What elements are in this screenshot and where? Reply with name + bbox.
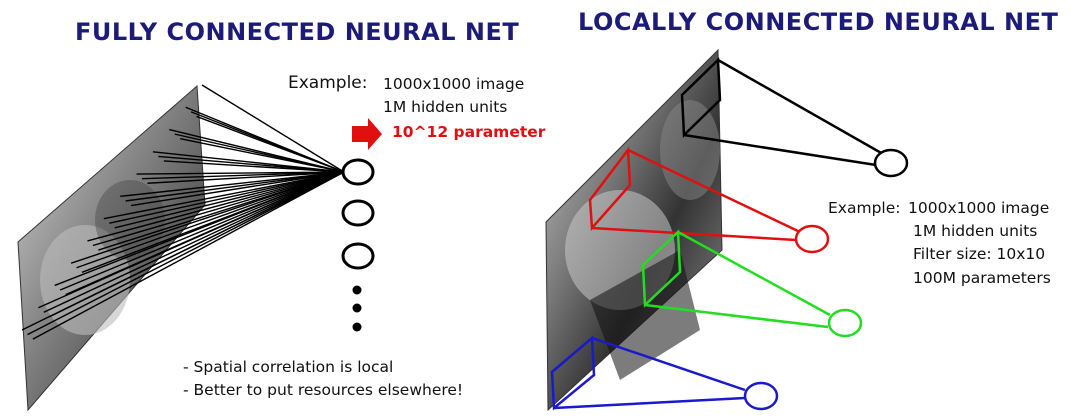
hidden-unit bbox=[341, 242, 375, 270]
right-example-line: 100M parameters bbox=[913, 269, 1051, 287]
ellipsis-dots bbox=[352, 285, 362, 332]
black-filter bbox=[680, 57, 909, 178]
connection-line bbox=[76, 171, 345, 269]
fully-connected-hidden-units bbox=[341, 158, 375, 270]
connection-line bbox=[43, 171, 345, 313]
hidden-unit bbox=[743, 381, 779, 411]
right-example-line: 1M hidden units bbox=[913, 222, 1038, 240]
connection-line bbox=[147, 171, 345, 184]
right-example-label: Example: bbox=[828, 199, 901, 217]
connection-line bbox=[59, 171, 345, 291]
left-example-line: 1000x1000 image bbox=[383, 75, 525, 93]
hidden-unit bbox=[341, 158, 375, 186]
left-example-label: Example: bbox=[288, 73, 368, 93]
connection-line bbox=[114, 171, 345, 229]
hidden-unit bbox=[873, 148, 909, 178]
connection-line bbox=[109, 171, 345, 224]
connection-line bbox=[141, 171, 345, 180]
red-filter bbox=[588, 146, 830, 254]
connection-line bbox=[92, 171, 345, 247]
connection-line bbox=[158, 155, 345, 173]
connection-line bbox=[125, 171, 345, 202]
connection-line bbox=[98, 171, 345, 251]
connection-line bbox=[27, 171, 345, 336]
connection-line bbox=[163, 160, 345, 173]
right-example-line: 1000x1000 image bbox=[908, 199, 1050, 217]
left-title: FULLY CONNECTED NEURAL NET bbox=[75, 18, 520, 46]
red-arrow-icon bbox=[352, 118, 382, 150]
green-filter bbox=[641, 229, 863, 338]
left-example-line: 1M hidden units bbox=[383, 98, 508, 116]
left-bullet: - Spatial correlation is local bbox=[183, 358, 394, 376]
connection-line bbox=[87, 171, 345, 242]
left-bullet: - Better to put resources elsewhere! bbox=[183, 381, 464, 399]
hidden-unit bbox=[794, 224, 830, 254]
left-param-line: 10^12 parameter bbox=[392, 123, 546, 141]
connection-line bbox=[201, 84, 345, 173]
right-example-line: Filter size: 10x10 bbox=[913, 245, 1046, 263]
connection-line bbox=[48, 171, 345, 318]
connection-line bbox=[65, 171, 345, 296]
right-title: LOCALLY CONNECTED NEURAL NET bbox=[578, 8, 1059, 36]
connection-line bbox=[196, 115, 345, 173]
hidden-unit bbox=[341, 199, 375, 227]
connection-line bbox=[81, 171, 345, 273]
hidden-unit bbox=[827, 308, 863, 338]
connection-line bbox=[120, 171, 345, 198]
fully-connected-lines bbox=[21, 84, 345, 340]
connection-line bbox=[32, 171, 345, 340]
connection-line bbox=[103, 171, 345, 220]
blue-filter bbox=[550, 335, 779, 411]
connection-line bbox=[70, 171, 345, 264]
connection-line bbox=[180, 138, 345, 173]
connection-line bbox=[130, 171, 345, 207]
connection-line bbox=[136, 171, 345, 175]
